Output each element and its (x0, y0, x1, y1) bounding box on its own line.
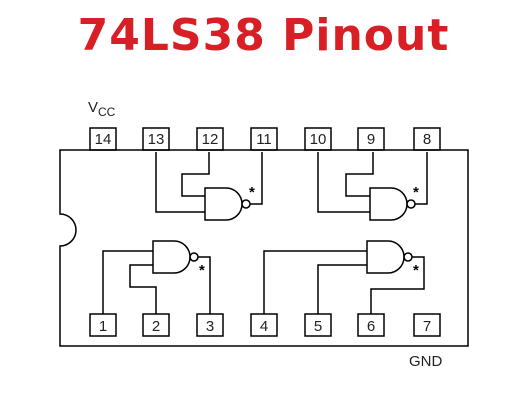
gate-marker-upper-right: * (413, 184, 419, 201)
gate-lower-right-body (366, 240, 405, 274)
pin-label-4: 4 (260, 318, 268, 335)
pin-label-8: 8 (423, 131, 431, 148)
gate-marker-upper-left: * (249, 184, 255, 201)
bottom-pins (89, 313, 441, 337)
pin-box-13 (142, 127, 170, 151)
pin-box-10 (304, 127, 332, 151)
pin-box-9 (357, 127, 385, 151)
pin-label-5: 5 (314, 318, 322, 335)
top-pins (89, 127, 441, 151)
pin-label-6: 6 (367, 318, 375, 335)
gate-upper-right (317, 152, 428, 221)
gate-lower-right-bubble (403, 252, 413, 262)
chip-body (59, 149, 469, 347)
gate-upper-right-body (369, 187, 408, 221)
gate-upper-left-bubble (241, 199, 251, 209)
pin-label-10: 10 (310, 131, 327, 148)
vcc-label: VCC (88, 99, 116, 119)
vcc-label-sub: CC (98, 105, 116, 119)
pin-box-11 (250, 127, 278, 151)
gate-upper-left (155, 152, 263, 221)
gate-upper-right-bubble (406, 199, 416, 209)
pin-label-1: 1 (99, 318, 107, 335)
gate-marker-lower-right: * (413, 262, 419, 279)
vcc-label-main: V (88, 99, 98, 116)
pin-label-11: 11 (256, 131, 272, 148)
page-title: 74LS38 Pinout (77, 10, 450, 61)
pin-label-12: 12 (202, 131, 219, 148)
pin-label-14: 14 (95, 131, 112, 148)
pin-box-14 (89, 127, 117, 151)
gate-lower-left-body (152, 240, 191, 274)
pin-box-12 (196, 127, 224, 151)
gate-upper-left-body (204, 187, 243, 221)
pin-box-8 (413, 127, 441, 151)
pin-label-2: 2 (152, 318, 160, 335)
pin-label-3: 3 (206, 318, 214, 335)
gate-lower-left-bubble (189, 252, 199, 262)
gate-lower-right (263, 240, 425, 314)
gate-lower-left (102, 240, 211, 314)
pin-box-7 (413, 313, 441, 337)
pin-label-9: 9 (367, 131, 375, 148)
gate-marker-lower-left: * (199, 262, 205, 279)
pin-label-13: 13 (148, 131, 165, 148)
gnd-label: GND (409, 353, 443, 370)
pin-label-7: 7 (423, 318, 431, 335)
